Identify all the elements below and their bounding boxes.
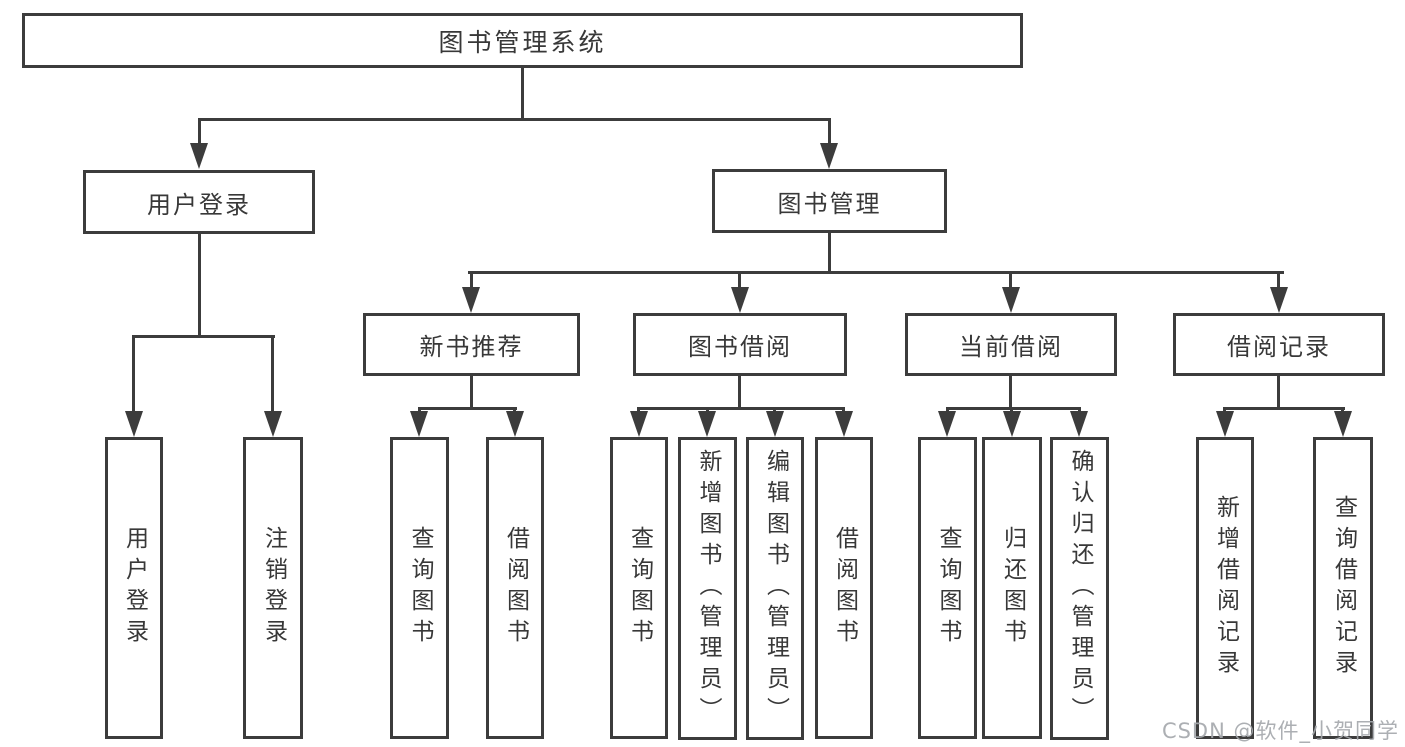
connector-line <box>1009 376 1012 409</box>
leaf-query-borrow-record: 查询借阅记录 <box>1313 437 1373 739</box>
connector-line <box>198 234 201 335</box>
node-book-management: 图书管理 <box>712 169 947 233</box>
connector-line <box>738 271 741 291</box>
leaf-add-borrow-record: 新增借阅记录 <box>1196 437 1254 739</box>
connector-line <box>637 407 845 410</box>
connector-line <box>418 407 517 410</box>
arrowhead-down-icon <box>835 411 853 437</box>
leaf-query-books: 查询图书 <box>918 437 977 739</box>
arrowhead-down-icon <box>766 411 784 437</box>
arrowhead-down-icon <box>264 411 282 437</box>
arrowhead-down-icon <box>1003 411 1021 437</box>
connector-line <box>470 376 473 409</box>
leaf-query-books: 查询图书 <box>390 437 449 739</box>
arrowhead-down-icon <box>410 411 428 437</box>
connector-line <box>198 118 201 147</box>
leaf-add-books-admin: 新增图书（管理员） <box>678 437 737 740</box>
arrowhead-down-icon <box>190 143 208 169</box>
arrowhead-down-icon <box>462 287 480 313</box>
connector-line <box>198 118 831 121</box>
connector-line <box>132 335 275 338</box>
node-user-login: 用户登录 <box>83 170 315 234</box>
connector-line <box>1223 407 1345 410</box>
connector-line <box>1277 376 1280 409</box>
connector-line <box>828 118 831 147</box>
arrowhead-down-icon <box>938 411 956 437</box>
arrowhead-down-icon <box>506 411 524 437</box>
arrowhead-down-icon <box>1070 411 1088 437</box>
leaf-edit-books-admin: 编辑图书（管理员） <box>746 437 804 740</box>
connector-line <box>946 407 1081 410</box>
arrowhead-down-icon <box>698 411 716 437</box>
arrowhead-down-icon <box>731 287 749 313</box>
arrowhead-down-icon <box>630 411 648 437</box>
leaf-borrow-books: 借阅图书 <box>815 437 873 739</box>
node-current-borrowing: 当前借阅 <box>905 313 1117 376</box>
connector-line <box>1009 271 1012 291</box>
node-new-book-recommendation: 新书推荐 <box>363 313 580 376</box>
arrowhead-down-icon <box>1002 287 1020 313</box>
arrowhead-down-icon <box>1216 411 1234 437</box>
node-book-borrowing: 图书借阅 <box>633 313 847 376</box>
connector-line <box>1277 271 1280 291</box>
connector-line <box>738 376 741 409</box>
leaf-logout: 注销登录 <box>243 437 303 739</box>
watermark: CSDN @软件_小贺同学 <box>1161 719 1399 743</box>
arrowhead-down-icon <box>820 143 838 169</box>
connector-line <box>271 335 274 415</box>
leaf-return-books: 归还图书 <box>982 437 1042 739</box>
connector-line <box>468 271 1284 274</box>
leaf-confirm-return-admin: 确认归还（管理员） <box>1050 437 1109 740</box>
arrowhead-down-icon <box>125 411 143 437</box>
arrowhead-down-icon <box>1334 411 1352 437</box>
arrowhead-down-icon <box>1270 287 1288 313</box>
connector-line <box>521 68 524 118</box>
connector-line <box>828 233 831 273</box>
leaf-query-books: 查询图书 <box>610 437 668 739</box>
connector-line <box>470 271 473 291</box>
leaf-borrow-books: 借阅图书 <box>486 437 544 739</box>
node-borrowing-records: 借阅记录 <box>1173 313 1385 376</box>
node-library-management-system: 图书管理系统 <box>22 13 1023 68</box>
connector-line <box>132 335 135 415</box>
leaf-user-login: 用户登录 <box>105 437 163 739</box>
